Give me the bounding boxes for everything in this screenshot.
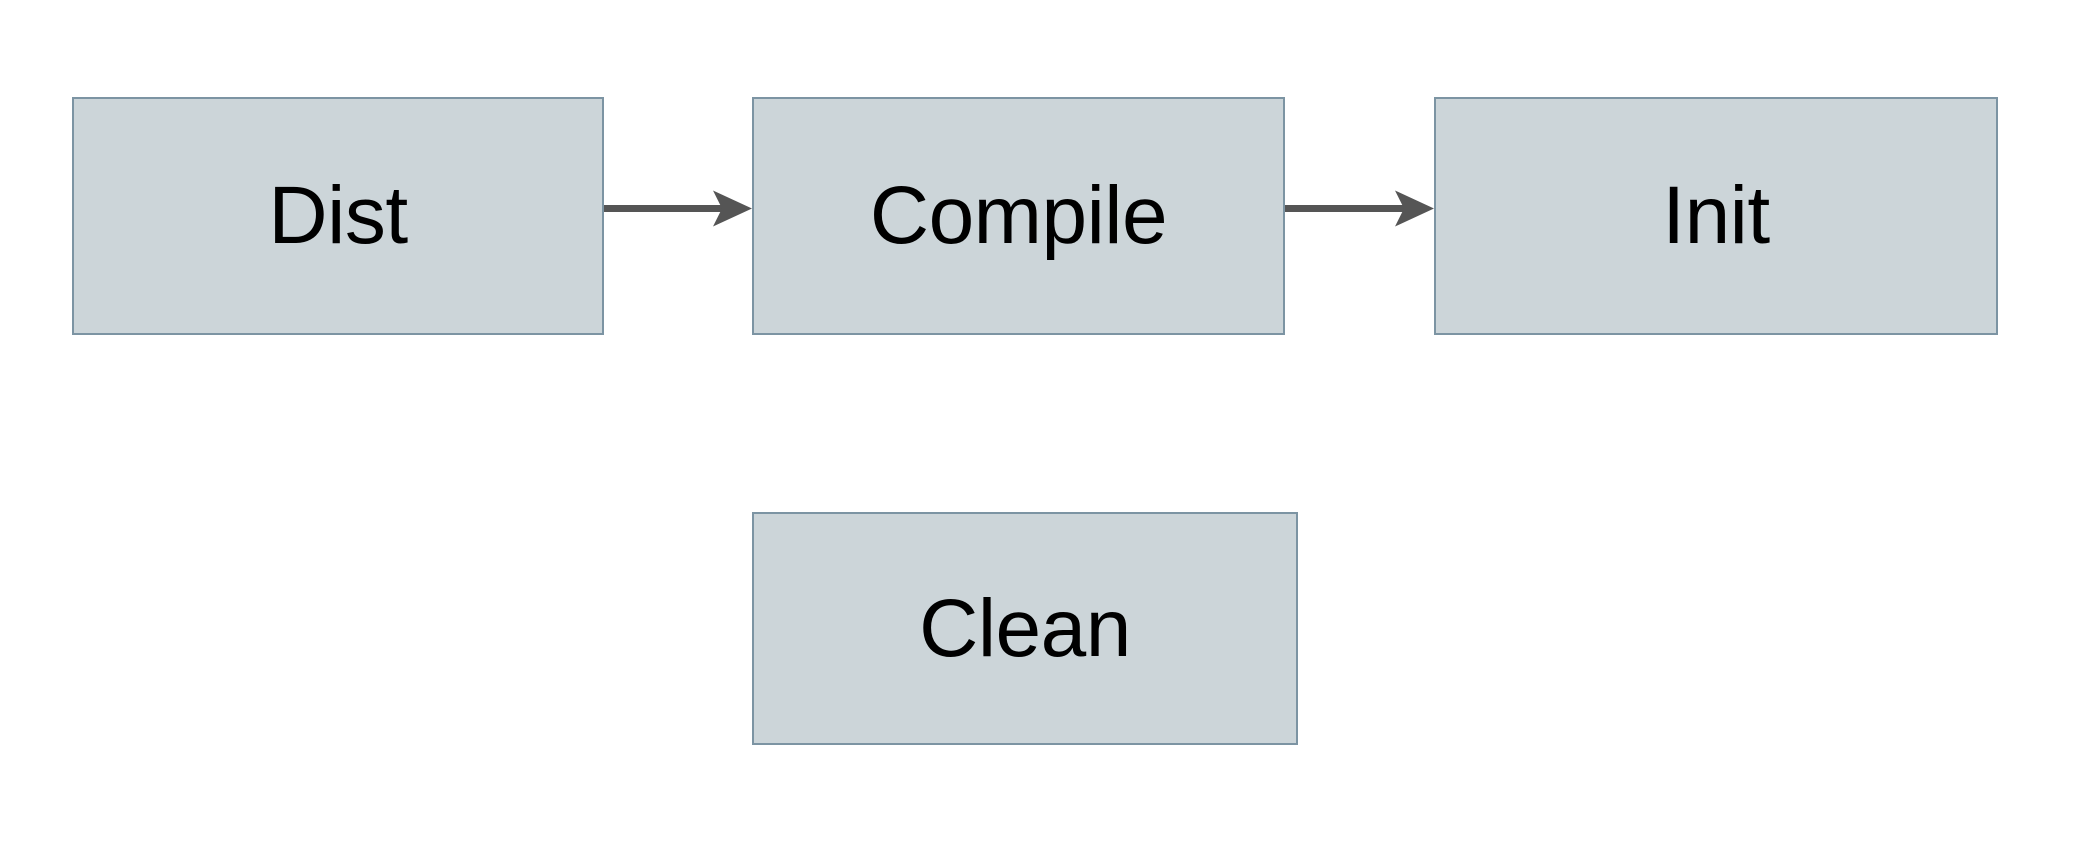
arrowhead-icon [713, 190, 752, 227]
edge-dist-to-compile [604, 190, 752, 227]
node-label: Dist [268, 170, 408, 261]
node-init[interactable]: Init [1434, 97, 1998, 335]
node-label: Clean [919, 582, 1131, 674]
arrowhead-icon [1395, 190, 1434, 227]
node-clean[interactable]: Clean [752, 512, 1298, 745]
node-label: Compile [869, 170, 1168, 261]
edge-compile-to-init [1285, 190, 1434, 227]
node-compile[interactable]: Compile [752, 97, 1285, 335]
node-dist[interactable]: Dist [72, 97, 604, 335]
node-label: Init [1662, 170, 1770, 261]
